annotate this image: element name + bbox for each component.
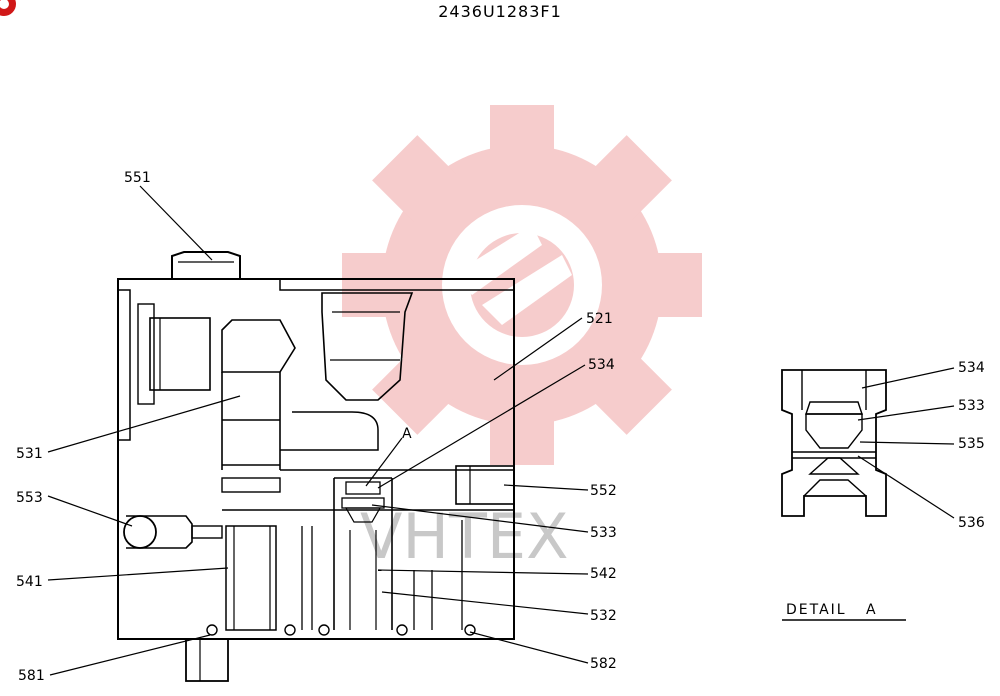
- leader-lines: [47, 185, 589, 676]
- drawing-number: 2436U1283F1: [438, 2, 562, 21]
- detail-part-labels: 534 533 535 536: [958, 360, 985, 531]
- watermark-gear-icon: [342, 105, 702, 465]
- label-552: 552: [590, 483, 617, 499]
- label-582: 582: [590, 656, 617, 672]
- watermark-text: VHTEX: [360, 500, 569, 573]
- label-533: 533: [590, 525, 617, 541]
- detail-marker-a: A: [402, 426, 412, 442]
- part-labels: 551 521 534 531 553 552 533 541 542 532 …: [16, 170, 617, 684]
- label-532: 532: [590, 608, 617, 624]
- label-581: 581: [18, 668, 45, 684]
- detail-label-535: 535: [958, 436, 985, 452]
- label-534: 534: [588, 357, 615, 373]
- detail-label-533: 533: [958, 398, 985, 414]
- label-553: 553: [16, 490, 43, 506]
- detail-a-caption: DETAIL A: [786, 602, 878, 618]
- label-531: 531: [16, 446, 43, 462]
- label-541: 541: [16, 574, 43, 590]
- detail-leader-lines: [857, 367, 955, 519]
- corner-logo: [0, 0, 16, 16]
- label-551: 551: [124, 170, 151, 186]
- detail-label-536: 536: [958, 515, 985, 531]
- label-542: 542: [590, 566, 617, 582]
- detail-a-drawing: [781, 369, 887, 517]
- label-521: 521: [586, 311, 613, 327]
- detail-label-534: 534: [958, 360, 985, 376]
